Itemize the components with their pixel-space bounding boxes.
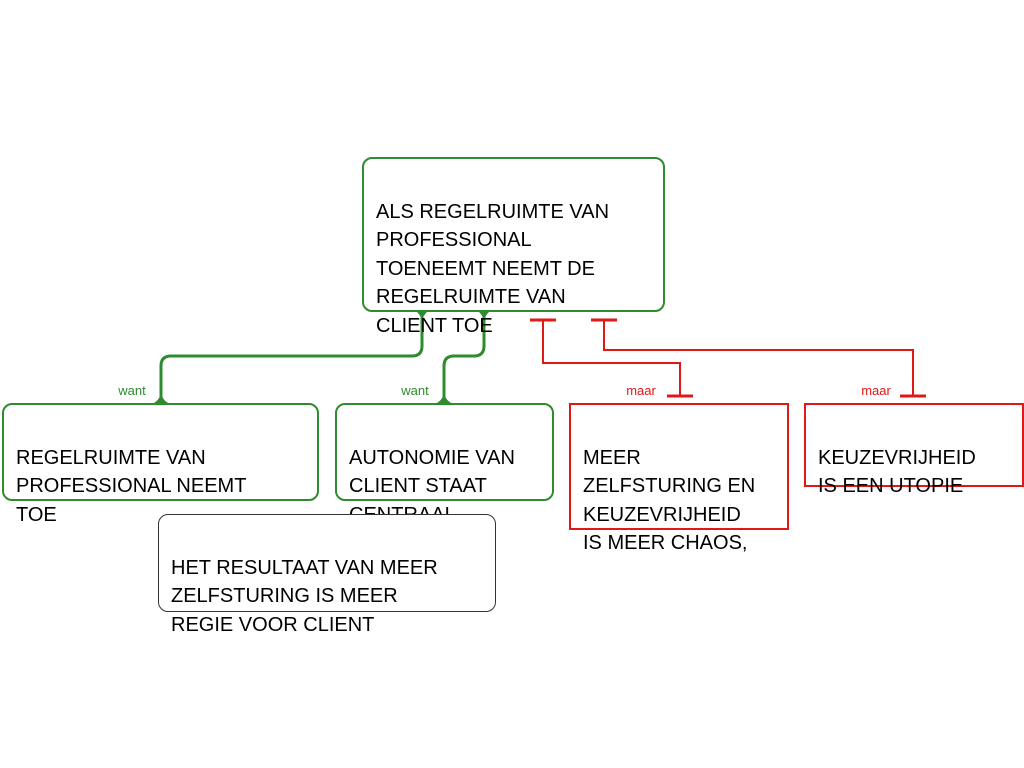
objection-box-1[interactable]: MEER ZELFSTURING EN KEUZEVRIJHEID IS MEE…	[569, 403, 789, 554]
connector-label-want-1: want	[118, 383, 146, 398]
objection-text-1: MEER ZELFSTURING EN KEUZEVRIJHEID IS MEE…	[583, 446, 756, 555]
note-box[interactable]: HET RESULTAAT VAN MEER ZELFSTURING IS ME…	[158, 514, 496, 636]
connector-label-want-2: want	[401, 383, 429, 398]
support-connector-1-foot	[152, 390, 170, 404]
objection-connector-2	[603, 320, 914, 396]
reason-box-1[interactable]: REGELRUIMTE VAN PROFESSIONAL NEEMT TOE	[2, 403, 319, 526]
support-connector-2-stem	[478, 311, 490, 323]
support-connector-2	[442, 311, 486, 404]
reason-text-1: REGELRUIMTE VAN PROFESSIONAL NEEMT TOE	[16, 446, 247, 526]
note-text: HET RESULTAAT VAN MEER ZELFSTURING IS ME…	[171, 556, 438, 636]
connector-label-maar-2: maar	[861, 383, 891, 398]
connector-label-maar-1: maar	[626, 383, 656, 398]
objection-text-2: KEUZEVRIJHEID IS EEN UTOPIE	[818, 446, 976, 498]
support-connector-1	[159, 311, 424, 404]
reason-box-2[interactable]: AUTONOMIE VAN CLIENT STAAT CENTRAAL	[335, 403, 554, 526]
objection-connector-1	[542, 320, 681, 396]
main-claim-box[interactable]: ALS REGELRUIMTE VAN PROFESSIONAL TOENEEM…	[362, 157, 665, 337]
support-connector-1-stem	[416, 311, 428, 323]
support-connector-2-foot	[435, 390, 453, 404]
objection-box-2[interactable]: KEUZEVRIJHEID IS EEN UTOPIE	[804, 403, 1024, 497]
main-claim-text: ALS REGELRUIMTE VAN PROFESSIONAL TOENEEM…	[376, 200, 610, 337]
